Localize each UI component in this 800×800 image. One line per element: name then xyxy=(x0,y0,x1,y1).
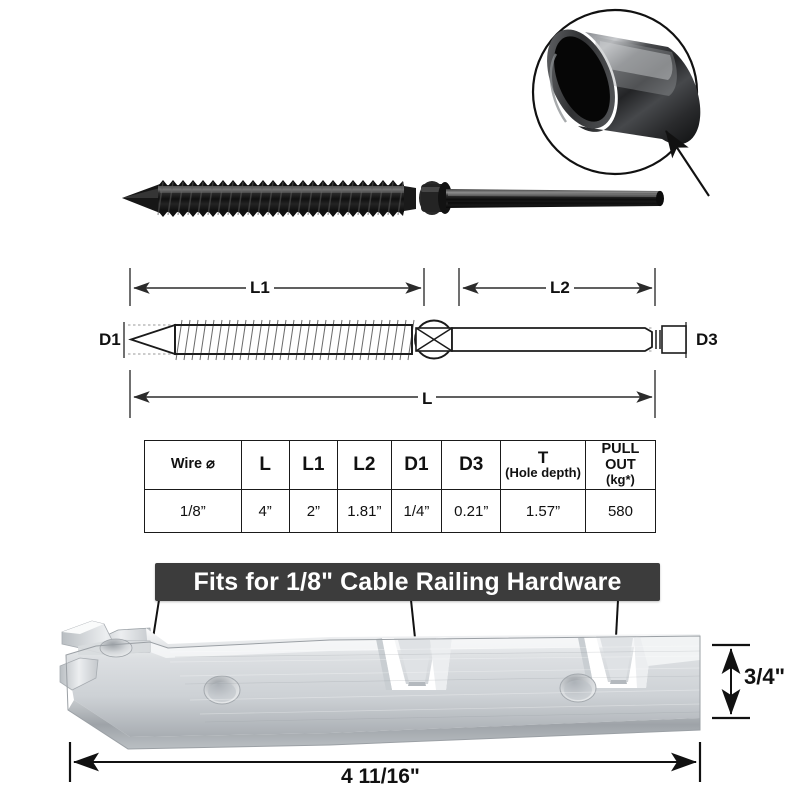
lag-screw-swage-stud-render xyxy=(122,180,664,217)
header-cell-L2: L2 xyxy=(337,440,392,490)
cell-T: 1.57” xyxy=(500,489,586,533)
banner-label: Fits for 1/8" Cable Railing Hardware xyxy=(193,567,622,596)
spec-table-header-row: Wire ⌀ L L1 L2 D1 D3 T (Hole depth) PULL… xyxy=(144,440,657,490)
dim-label-L: L xyxy=(418,390,437,407)
header-cell-L1: L1 xyxy=(288,440,339,490)
detail-leader-arrow xyxy=(665,130,710,197)
dim-label-D1: D1 xyxy=(97,330,123,349)
header-cell-pullout-main: PULL OUT xyxy=(601,441,640,473)
header-cell-D3: D3 xyxy=(441,440,502,490)
technical-drawing xyxy=(123,268,687,418)
header-cell-T-main: T xyxy=(537,447,549,467)
cell-D3: 0.21” xyxy=(441,489,502,533)
cell-pullout: 580 xyxy=(584,489,657,533)
cell-L: 4” xyxy=(240,489,290,533)
header-cell-pullout-sub: (kg*) xyxy=(606,471,635,487)
header-cell-T-sub: (Hole depth) xyxy=(505,465,581,481)
cell-L1: 2” xyxy=(288,489,339,533)
header-cell-L: L xyxy=(240,440,290,490)
dim-label-L1: L1 xyxy=(246,279,274,296)
header-cell-D1: D1 xyxy=(390,440,443,490)
dim-label-L2: L2 xyxy=(546,279,574,296)
cell-D1: 1/4” xyxy=(390,489,443,533)
cell-L2: 1.81” xyxy=(337,489,392,533)
header-cell-wire: Wire ⌀ xyxy=(144,440,242,490)
jig-length-label: 4 11/16" xyxy=(341,765,420,788)
cell-wire: 1/8” xyxy=(144,489,242,533)
stainless-steel-drill-guide-jig xyxy=(59,620,701,750)
swage-tube-end-detail xyxy=(531,8,710,197)
header-cell-T: T (Hole depth) xyxy=(500,440,586,490)
fits-for-banner: Fits for 1/8" Cable Railing Hardware xyxy=(155,563,660,601)
header-cell-pullout: PULL OUT (kg*) xyxy=(584,440,657,490)
spec-table: Wire ⌀ L L1 L2 D1 D3 T (Hole depth) PULL… xyxy=(144,440,657,533)
spec-table-data-row: 1/8” 4” 2” 1.81” 1/4” 0.21” 1.57” 580 xyxy=(144,489,657,533)
jig-height-label: 3/4" xyxy=(744,664,786,689)
jig-dimensions xyxy=(68,643,750,782)
dim-label-D3: D3 xyxy=(694,330,720,349)
